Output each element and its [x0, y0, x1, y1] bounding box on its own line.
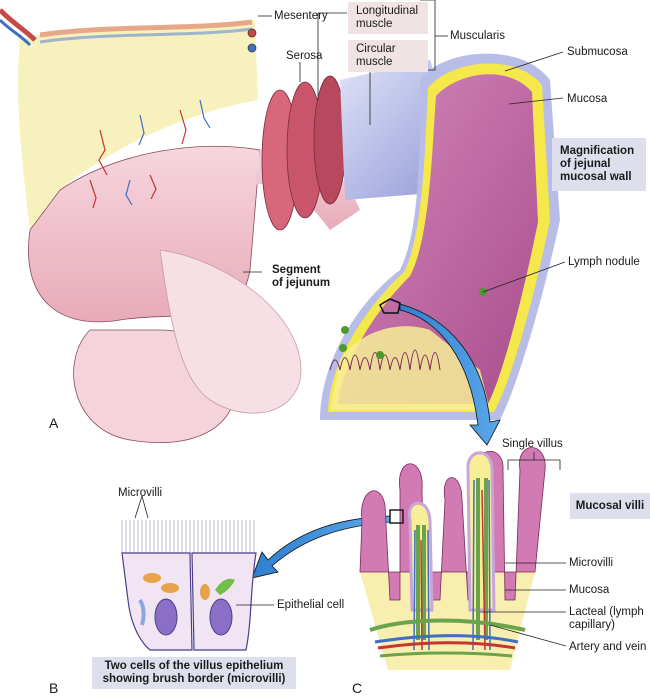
label-muscularis: Muscularis: [450, 30, 505, 42]
label-segment-of-jejunum: Segment of jejunum: [272, 264, 331, 289]
label-lacteal: Lacteal (lymph capillary): [569, 606, 644, 631]
caption-two-cells: Two cells of the villus epithelium showi…: [92, 657, 296, 689]
panel-label-c: C: [352, 680, 363, 696]
label-mucosa: Mucosa: [567, 93, 608, 105]
intestinal-wall-cross-section: [261, 53, 560, 421]
panel-label-a: A: [49, 415, 59, 431]
label-microvilli-b: Microvilli: [118, 487, 163, 499]
epithelial-cells: [121, 520, 257, 651]
label-microvilli-c: Microvilli: [569, 557, 614, 569]
label-lymph-nodule: Lymph nodule: [568, 256, 640, 268]
label-mesentery: Mesentery: [274, 10, 328, 22]
caption-magnification: Magnification of jejunal mucosal wall: [552, 138, 646, 191]
label-submucosa: Submucosa: [567, 46, 628, 58]
mesentery: [0, 8, 258, 230]
label-epithelial-cell: Epithelial cell: [277, 599, 345, 611]
jejunum-loops: [28, 99, 360, 443]
label-single-villus: Single villus: [502, 438, 563, 450]
label-serosa: Serosa: [286, 50, 323, 62]
label-longitudinal-muscle: Longitudinal muscle: [348, 2, 428, 34]
caption-mucosal-villi: Mucosal villi: [570, 493, 650, 519]
label-circular-muscle: Circular muscle: [348, 40, 428, 72]
magnify-arrow-a-to-c: [399, 303, 501, 446]
panel-label-b: B: [49, 680, 59, 696]
villi-diagram: [359, 447, 546, 670]
label-artery-and-vein: Artery and vein: [569, 641, 647, 653]
label-mucosa-c: Mucosa: [569, 584, 610, 596]
